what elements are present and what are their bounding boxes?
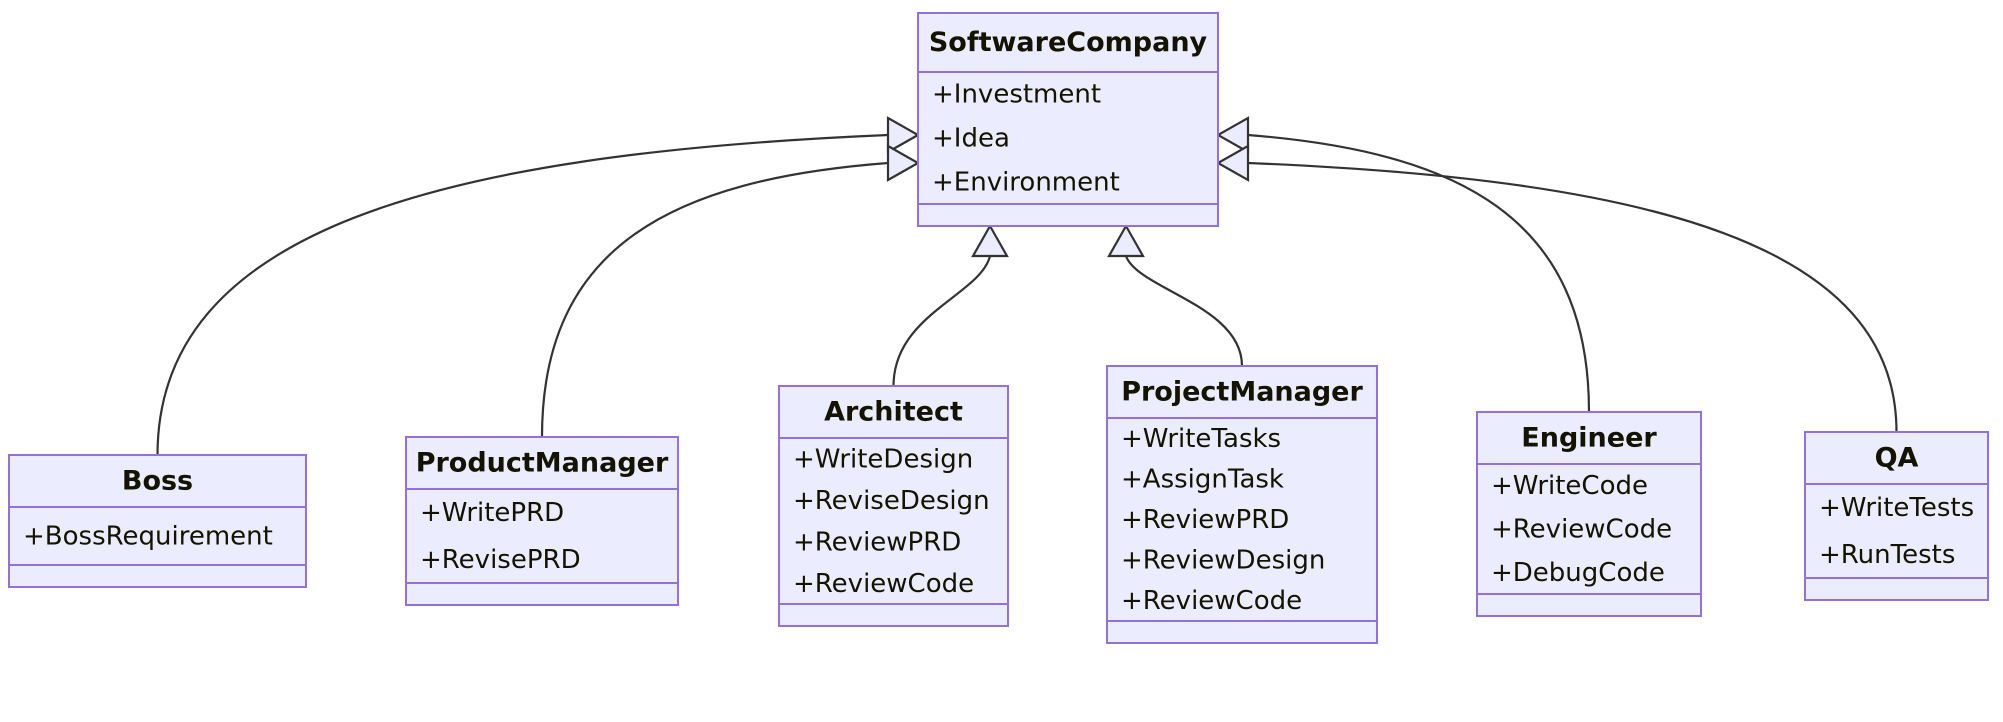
class-box-project-manager[interactable]: ProjectManager +WriteTasks +AssignTask +Rev… <box>1106 365 1378 644</box>
class-box-software-company[interactable]: SoftwareCompany +Investment +Idea +Environm… <box>917 12 1219 227</box>
generalization-edge-qa <box>1247 161 1898 433</box>
class-boxes: SoftwareCompany +Investment +Idea +Environm… <box>8 12 1989 644</box>
class-box-outline <box>1476 411 1702 617</box>
class-attribute: +RevisePRD <box>420 545 581 575</box>
class-box-outline <box>1106 365 1378 644</box>
class-attribute: +WriteTasks <box>1121 424 1281 454</box>
class-name-label: ProductManager <box>416 448 669 479</box>
generalization-edge-architect <box>892 255 992 387</box>
class-box-engineer[interactable]: Engineer +WriteCode +ReviewCode +DebugCode <box>1476 411 1702 617</box>
class-attribute: +ReviewPRD <box>1121 505 1289 535</box>
class-attribute: +WriteDesign <box>793 444 973 474</box>
generalization-edge-project-manager <box>1124 255 1244 367</box>
class-box-boss[interactable]: Boss +BossRequirement <box>8 454 307 588</box>
generalization-edge-boss <box>156 133 889 456</box>
generalization-arrowhead-boss <box>886 116 921 154</box>
class-attribute: +ReviewCode <box>1121 586 1302 616</box>
class-attribute: +WritePRD <box>420 498 564 528</box>
class-attribute: +BossRequirement <box>23 522 273 552</box>
class-attribute: +AssignTask <box>1121 464 1284 494</box>
class-attribute: +ReviewDesign <box>1121 546 1325 576</box>
generalization-edge-product-manager <box>540 161 889 438</box>
generalization-arrowhead-product-manager <box>886 144 921 182</box>
class-attribute: +WriteCode <box>1491 471 1648 501</box>
class-attribute: +DebugCode <box>1491 558 1665 588</box>
class-box-outline <box>778 385 1009 627</box>
class-attribute: +Investment <box>932 80 1101 110</box>
class-box-outline <box>1804 431 1989 601</box>
class-name-label: Boss <box>122 466 193 497</box>
generalization-arrowhead-qa <box>1215 144 1250 182</box>
class-attribute: +RunTests <box>1819 540 1955 570</box>
class-box-architect[interactable]: Architect +WriteDesign +ReviseDesign +Revie… <box>778 385 1009 627</box>
class-box-product-manager[interactable]: ProductManager +WritePRD +RevisePRD <box>405 436 679 606</box>
class-attribute: +ReviewCode <box>793 569 974 599</box>
class-box-outline <box>405 436 679 606</box>
class-attribute: +ReviewPRD <box>793 527 961 557</box>
class-attribute: +Environment <box>932 168 1120 198</box>
class-attribute: +ReviseDesign <box>793 486 990 516</box>
generalization-arrowhead-engineer <box>1215 116 1250 154</box>
class-attribute: +ReviewCode <box>1491 515 1672 545</box>
generalization-arrowhead-project-manager <box>1107 223 1145 258</box>
class-name-label: QA <box>1875 443 1919 474</box>
class-attribute: +WriteTests <box>1819 493 1974 523</box>
class-name-label: Engineer <box>1521 423 1657 454</box>
class-box-outline <box>917 12 1219 227</box>
class-attribute: +Idea <box>932 124 1010 154</box>
relationship-edges <box>156 116 1898 456</box>
class-name-label: ProjectManager <box>1121 377 1363 408</box>
class-name-label: SoftwareCompany <box>929 27 1208 58</box>
class-box-qa[interactable]: QA +WriteTests +RunTests <box>1804 431 1989 601</box>
class-name-label: Architect <box>824 397 963 428</box>
generalization-arrowhead-architect <box>971 223 1009 258</box>
generalization-edge-engineer <box>1247 133 1591 413</box>
